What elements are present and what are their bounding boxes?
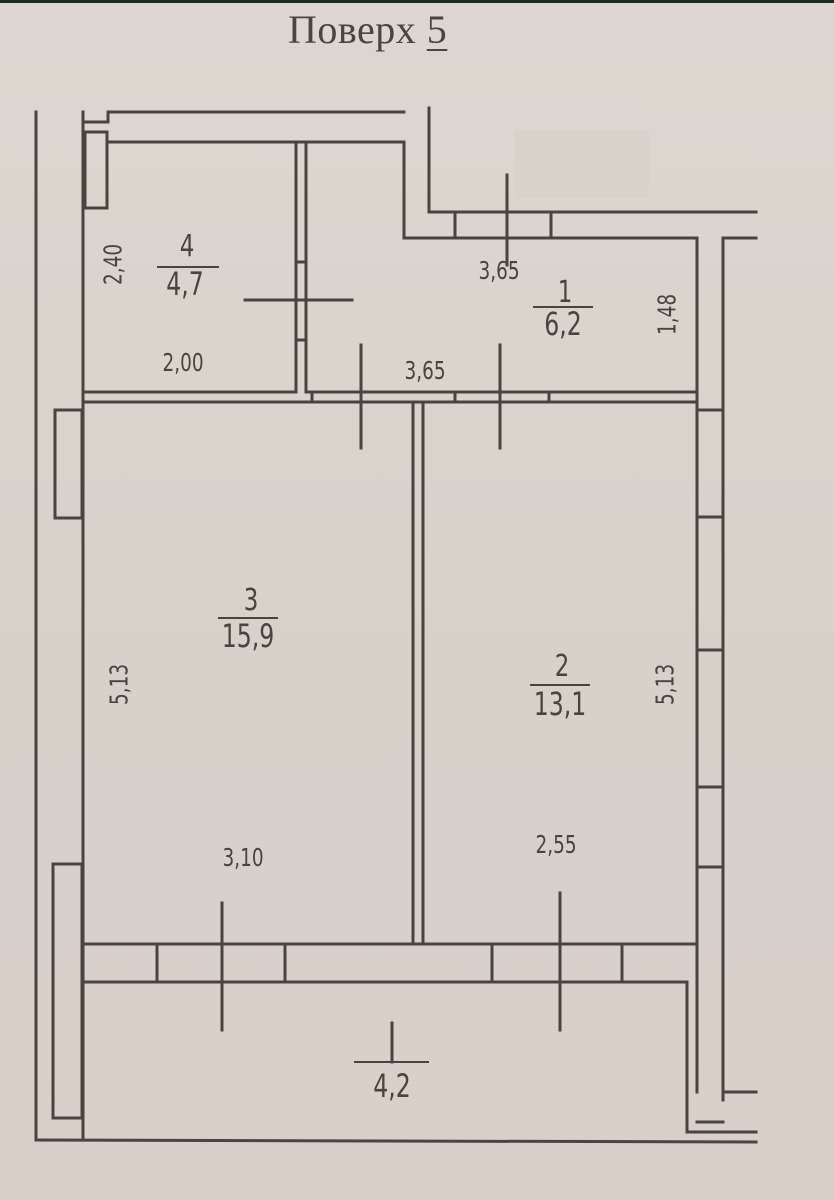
window-top-left: [83, 130, 109, 210]
room-2-fraction-bar: [530, 684, 590, 686]
top-edge-bar: [0, 0, 834, 3]
room-4-width: 2,00: [162, 348, 204, 377]
room-2-number: 2: [554, 649, 570, 684]
window-left-balcony: [51, 862, 84, 1120]
room1-top-right-wall: [453, 236, 699, 394]
floor-number: 5: [426, 7, 448, 52]
redacted-area: [515, 130, 649, 198]
room-4-depth: 2,40: [98, 243, 128, 285]
room-1-number: 1: [557, 275, 573, 310]
top-outer-wall: [81, 110, 406, 124]
room-4-area: 4,7: [166, 265, 204, 303]
room-1-area: 6,2: [544, 305, 582, 343]
hall-width: 3,65: [404, 356, 446, 385]
room-3-fraction-bar: [218, 617, 278, 619]
room-1-fraction-bar: [533, 306, 593, 308]
room-3-number: 3: [243, 583, 259, 618]
room-2-width: 2,55: [535, 830, 577, 859]
room-3-width: 3,10: [222, 843, 264, 872]
top-step-outer: [427, 106, 758, 214]
balcony-fraction-bar: [354, 1061, 429, 1063]
room-1-depth: 1,48: [652, 293, 682, 335]
right-outer-wall-line: [721, 236, 758, 1102]
room-2-area: 13,1: [533, 685, 587, 723]
balcony-right-inner: [685, 980, 758, 1134]
room-3-area: 15,9: [221, 617, 275, 655]
window-left-room3: [53, 408, 84, 520]
top-inner-wall-room4: [106, 140, 457, 240]
room-4-fraction-bar: [157, 266, 219, 268]
floor-title: Поверх 5: [288, 6, 447, 53]
room-2-depth: 5,13: [650, 663, 680, 705]
room-4-number: 4: [179, 229, 195, 264]
balcony-area: 4,2: [373, 1067, 411, 1105]
bottom-outer-line: [34, 1138, 758, 1144]
room-1-width-top: 3,65: [478, 256, 520, 285]
room-3-depth: 5,13: [104, 663, 134, 705]
floor-title-prefix: Поверх: [288, 7, 417, 52]
